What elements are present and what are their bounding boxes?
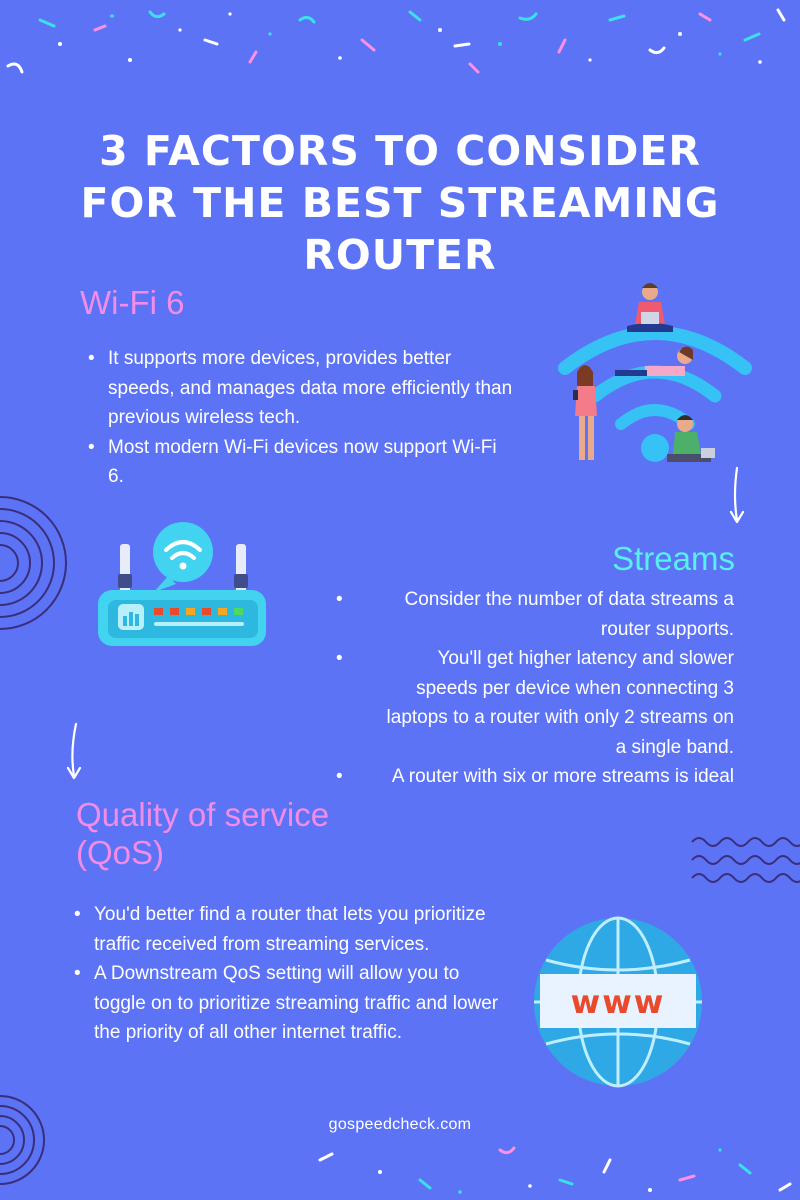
page-title: 3 FACTORS TO CONSIDER FOR THE BEST STREA… [60, 125, 740, 281]
people-with-wifi-illustration [558, 283, 752, 462]
wifi6-heading: Wi-Fi 6 [80, 284, 185, 321]
title-line: 3 FACTORS TO CONSIDER [99, 127, 701, 175]
title-line: ROUTER [303, 231, 497, 279]
globe-label: www [571, 983, 666, 1021]
streams-list: Consider the number of data streams a ro… [336, 585, 734, 792]
footer-url: gospeedcheck.com [328, 1116, 472, 1133]
qos-heading-line: (QoS) [76, 834, 165, 871]
list-item: You'd better find a router that lets you… [72, 900, 512, 959]
qos-list: You'd better find a router that lets you… [72, 900, 512, 1048]
list-item: A router with six or more streams is ide… [336, 762, 734, 792]
list-item: Most modern Wi-Fi devices now support Wi… [86, 433, 516, 492]
globe-www-icon: www [534, 916, 702, 1088]
router-icon [98, 522, 266, 646]
wavy-lines-decoration [691, 837, 800, 883]
concentric-circles-decoration [0, 496, 67, 630]
list-item: It supports more devices, provides bette… [86, 344, 516, 433]
title-line: FOR THE BEST STREAMING [80, 179, 720, 227]
list-item: You'll get higher latency and slower spe… [336, 644, 734, 762]
list-item: A Downstream QoS setting will allow you … [72, 959, 512, 1048]
concentric-circles-decoration [0, 1095, 45, 1185]
arrow-down-icon [729, 466, 745, 524]
arrow-down-icon [66, 722, 82, 780]
qos-heading-line: Quality of service [76, 796, 330, 833]
streams-heading: Streams [612, 540, 735, 577]
list-item: Consider the number of data streams a ro… [336, 585, 734, 644]
qos-heading: Quality of service (QoS) [76, 796, 329, 872]
wifi6-list: It supports more devices, provides bette… [86, 344, 516, 492]
